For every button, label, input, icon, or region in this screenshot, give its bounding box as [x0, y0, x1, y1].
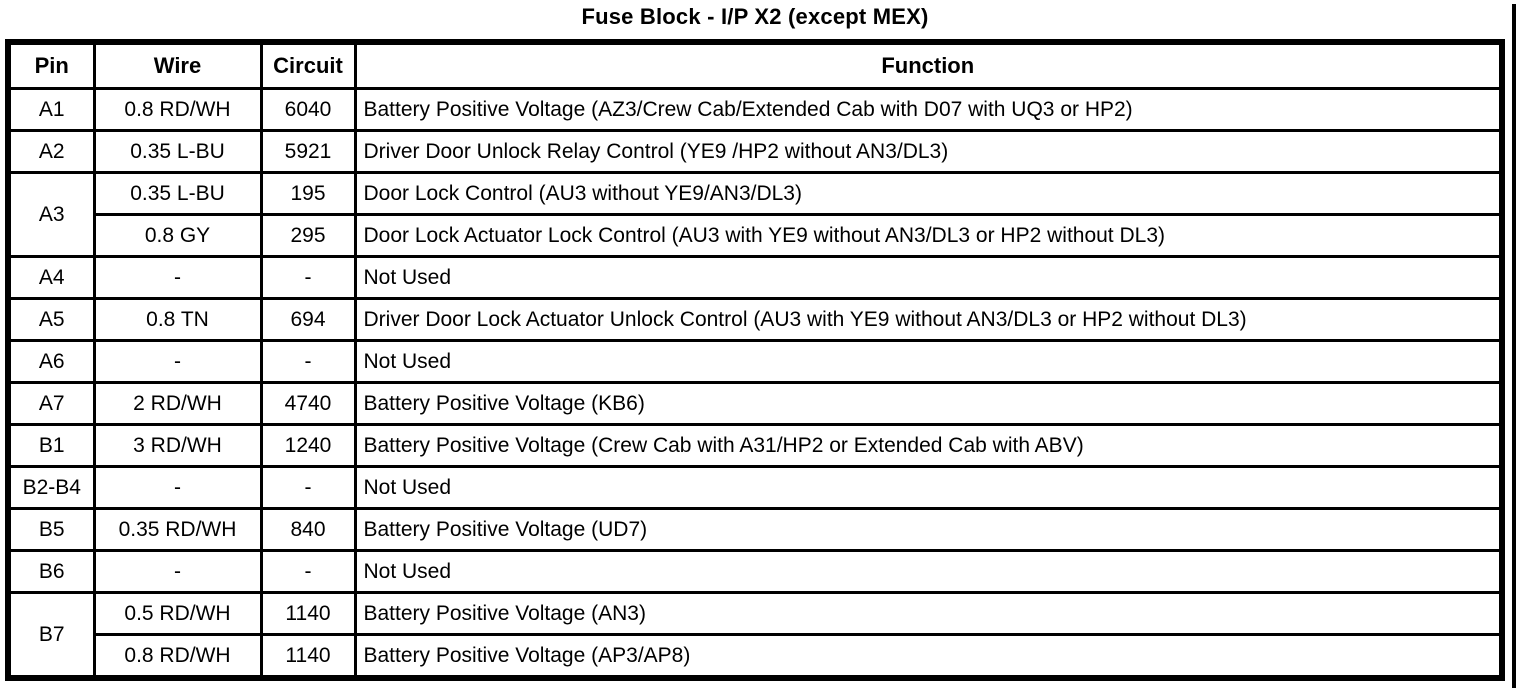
function-cell: Battery Positive Voltage (KB6) — [353, 381, 1504, 426]
table-header: Pin Wire Circuit Function — [6, 40, 1504, 90]
column-header-function: Function — [353, 40, 1504, 90]
circuit-cell: - — [259, 465, 357, 510]
wire-cell: - — [92, 549, 263, 594]
pin-cell: B2-B4 — [6, 465, 96, 510]
table-row: A6--Not Used — [6, 339, 1504, 384]
circuit-cell: 195 — [259, 171, 357, 216]
column-header-circuit: Circuit — [259, 40, 357, 90]
pin-cell: A6 — [6, 339, 96, 384]
page-border-line — [1512, 4, 1516, 688]
circuit-cell: 5921 — [259, 129, 357, 174]
circuit-cell: - — [259, 255, 357, 300]
function-cell: Not Used — [353, 339, 1504, 384]
table-row: B6--Not Used — [6, 549, 1504, 594]
function-cell: Battery Positive Voltage (AN3) — [353, 591, 1504, 636]
circuit-cell: 295 — [259, 213, 357, 258]
wire-cell: - — [92, 255, 263, 300]
function-cell: Driver Door Unlock Relay Control (YE9 /H… — [353, 129, 1504, 174]
table-row: A4--Not Used — [6, 255, 1504, 300]
column-header-pin: Pin — [6, 40, 96, 90]
table-row: B2-B4--Not Used — [6, 465, 1504, 510]
function-cell: Not Used — [353, 465, 1504, 510]
header-row: Pin Wire Circuit Function — [6, 40, 1504, 90]
circuit-cell: 1140 — [259, 633, 357, 680]
wire-cell: 0.35 RD/WH — [92, 507, 263, 552]
function-cell: Door Lock Actuator Lock Control (AU3 wit… — [353, 213, 1504, 258]
function-cell: Battery Positive Voltage (UD7) — [353, 507, 1504, 552]
function-cell: Door Lock Control (AU3 without YE9/AN3/D… — [353, 171, 1504, 216]
wire-cell: 0.5 RD/WH — [92, 591, 263, 636]
function-cell: Not Used — [353, 255, 1504, 300]
function-cell: Driver Door Lock Actuator Unlock Control… — [353, 297, 1504, 342]
wire-cell: 0.8 GY — [92, 213, 263, 258]
circuit-cell: - — [259, 339, 357, 384]
wire-cell: 0.35 L-BU — [92, 129, 263, 174]
circuit-cell: 1240 — [259, 423, 357, 468]
pin-cell: A2 — [6, 129, 96, 174]
wire-cell: - — [92, 339, 263, 384]
pin-cell: A5 — [6, 297, 96, 342]
pin-cell: A3 — [6, 171, 96, 258]
wire-cell: 2 RD/WH — [92, 381, 263, 426]
function-cell: Battery Positive Voltage (AZ3/Crew Cab/E… — [353, 87, 1504, 132]
pin-cell: A1 — [6, 87, 96, 132]
circuit-cell: 4740 — [259, 381, 357, 426]
circuit-cell: 694 — [259, 297, 357, 342]
function-cell: Battery Positive Voltage (AP3/AP8) — [353, 633, 1504, 680]
column-header-wire: Wire — [92, 40, 263, 90]
circuit-cell: 840 — [259, 507, 357, 552]
pin-cell: B5 — [6, 507, 96, 552]
circuit-cell: - — [259, 549, 357, 594]
wire-cell: - — [92, 465, 263, 510]
function-cell: Not Used — [353, 549, 1504, 594]
page-title: Fuse Block - I/P X2 (except MEX) — [581, 4, 929, 29]
pin-cell: B7 — [6, 591, 96, 680]
pin-cell: A7 — [6, 381, 96, 426]
pin-cell: A4 — [6, 255, 96, 300]
wire-cell: 0.8 RD/WH — [92, 633, 263, 680]
function-cell: Battery Positive Voltage (Crew Cab with … — [353, 423, 1504, 468]
wire-cell: 0.8 TN — [92, 297, 263, 342]
pin-cell: B1 — [6, 423, 96, 468]
circuit-cell: 6040 — [259, 87, 357, 132]
wire-cell: 0.35 L-BU — [92, 171, 263, 216]
wire-cell: 0.8 RD/WH — [92, 87, 263, 132]
pin-cell: B6 — [6, 549, 96, 594]
circuit-cell: 1140 — [259, 591, 357, 636]
wire-cell: 3 RD/WH — [92, 423, 263, 468]
